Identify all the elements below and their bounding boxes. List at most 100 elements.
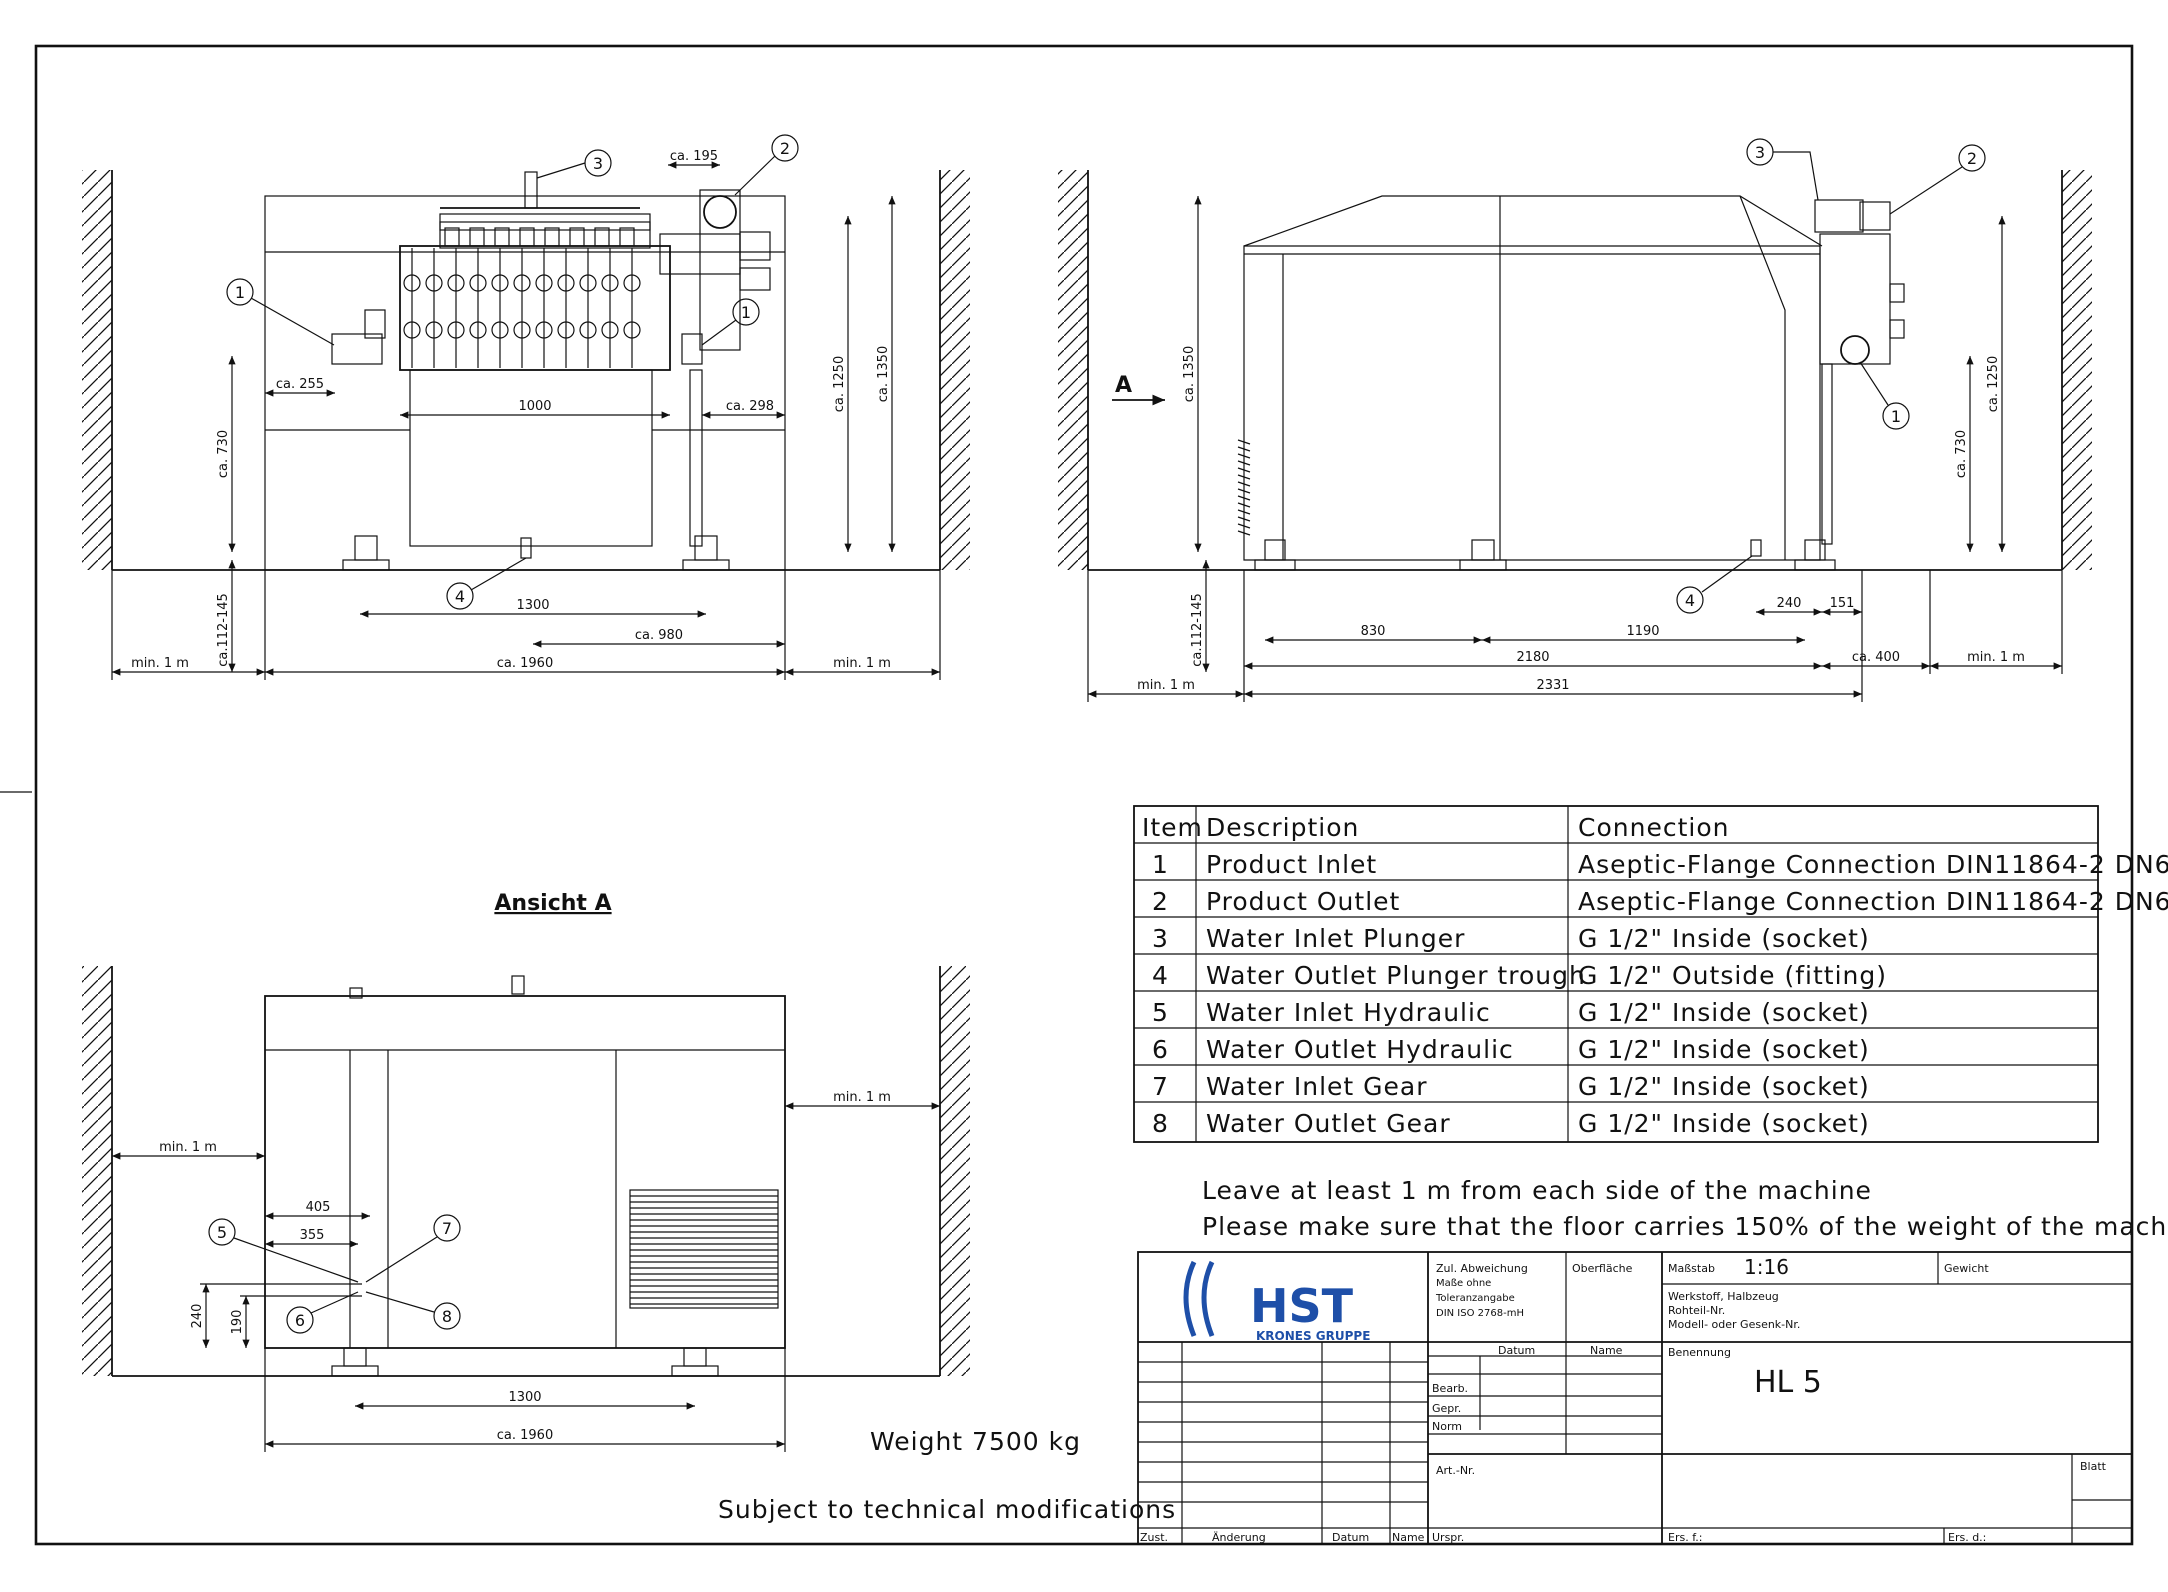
dim-ca1960: ca. 1960 <box>497 656 553 671</box>
ansicht-dim-190: 190 <box>230 1310 245 1335</box>
callout-4: 4 <box>455 587 465 606</box>
ansicht-callout-7: 7 <box>442 1219 452 1238</box>
dim-ca255: ca. 255 <box>276 377 324 392</box>
table-item: 7 <box>1152 1072 1169 1101</box>
table-item: 5 <box>1152 998 1169 1027</box>
art-nr-label: Art.-Nr. <box>1436 1464 1475 1477</box>
callout-1b: 1 <box>741 303 751 322</box>
table-connection: Aseptic-Flange Connection DIN11864-2 DN6… <box>1578 850 2168 879</box>
material-line-2: Rohteil-Nr. <box>1668 1304 1725 1317</box>
side-dim-min1m-left: min. 1 m <box>1137 678 1195 693</box>
side-callout-3: 3 <box>1755 143 1765 162</box>
side-dim-min1m-right: min. 1 m <box>1967 650 2025 665</box>
ansicht-title: Ansicht A <box>494 891 611 916</box>
table-description: Water Inlet Hydraulic <box>1206 998 1491 1027</box>
side-dim-2180: 2180 <box>1516 650 1549 665</box>
table-item: 8 <box>1152 1109 1169 1138</box>
table-description: Water Outlet Plunger trough <box>1206 961 1586 990</box>
callout-3: 3 <box>593 154 603 173</box>
row-norm: Norm <box>1432 1420 1462 1433</box>
ansicht-callout-8: 8 <box>442 1307 452 1326</box>
side-callout-2: 2 <box>1967 149 1977 168</box>
dim-ca1350: ca. 1350 <box>876 346 891 402</box>
tolerance-line-1: Zul. Abweichung <box>1436 1262 1528 1275</box>
table-item: 4 <box>1152 961 1169 990</box>
ansicht-dim-405: 405 <box>306 1200 331 1215</box>
logo-subtitle: KRONES GRUPPE <box>1256 1329 1370 1343</box>
ansicht-a-view: Ansicht A 5 7 6 <box>82 891 970 1452</box>
row-gepr: Gepr. <box>1432 1402 1461 1415</box>
side-callout-1: 1 <box>1891 407 1901 426</box>
side-dim-1190: 1190 <box>1626 624 1659 639</box>
surface-label: Oberfläche <box>1572 1262 1633 1275</box>
ansicht-dim-355: 355 <box>300 1228 325 1243</box>
side-view: A 3 2 1 4 ca. 1350 ca. 1250 ca. 730 c <box>1058 138 2092 702</box>
table-item: 2 <box>1152 887 1169 916</box>
ansicht-dim-1300: 1300 <box>508 1390 541 1405</box>
note-clearance: Leave at least 1 m from each side of the… <box>1202 1176 1872 1205</box>
dim-ca195: ca. 195 <box>670 149 718 164</box>
side-dim-151: 151 <box>1830 596 1855 611</box>
footer-zust: Zust. <box>1140 1531 1168 1544</box>
scale-label: Maßstab <box>1668 1262 1715 1275</box>
side-dim-ca1250: ca. 1250 <box>1986 356 2001 412</box>
material-line-1: Werkstoff, Halbzeug <box>1668 1290 1779 1303</box>
dim-ca980: ca. 980 <box>635 628 683 643</box>
footer-datum: Datum <box>1332 1531 1369 1544</box>
date-label: Datum <box>1498 1344 1535 1357</box>
footer-urspr: Urspr. <box>1432 1531 1464 1544</box>
table-header-connection: Connection <box>1578 813 1729 842</box>
material-line-3: Modell- oder Gesenk-Nr. <box>1668 1318 1800 1331</box>
table-header-description: Description <box>1206 813 1359 842</box>
logo-hst: HST <box>1250 1279 1354 1333</box>
designation-value: HL 5 <box>1754 1365 1822 1400</box>
table-item: 6 <box>1152 1035 1169 1064</box>
note-weight: Weight 7500 kg <box>870 1427 1081 1456</box>
name-label: Name <box>1590 1344 1623 1357</box>
dim-min1m-right: min. 1 m <box>833 656 891 671</box>
table-connection: G 1/2" Inside (socket) <box>1578 1035 1870 1064</box>
dim-1300: 1300 <box>516 598 549 613</box>
note-floor-load: Please make sure that the floor carries … <box>1202 1212 2168 1241</box>
table-connection: Aseptic-Flange Connection DIN11864-2 DN6… <box>1578 887 2168 916</box>
ansicht-dim-ca1960: ca. 1960 <box>497 1428 553 1443</box>
dim-ca298: ca. 298 <box>726 399 774 414</box>
dim-ca730: ca. 730 <box>216 430 231 478</box>
tolerance-line-2: Maße ohne <box>1436 1278 1491 1289</box>
side-dim-2331: 2331 <box>1536 678 1569 693</box>
ansicht-dim-240: 240 <box>190 1304 205 1329</box>
table-description: Product Outlet <box>1206 887 1400 916</box>
table-description: Water Inlet Gear <box>1206 1072 1428 1101</box>
ansicht-dim-min1m-right: min. 1 m <box>833 1090 891 1105</box>
ansicht-callout-6: 6 <box>295 1311 305 1330</box>
title-block: HST KRONES GRUPPE Zul. Abweichung Maße o… <box>1137 1251 2133 1545</box>
side-dim-ca1350: ca. 1350 <box>1182 346 1197 402</box>
connection-table: Item Description Connection 1 Product In… <box>1133 805 2168 1143</box>
footer-name: Name <box>1392 1531 1425 1544</box>
tolerance-line-3: Toleranzangabe <box>1435 1293 1515 1304</box>
table-connection: G 1/2" Inside (socket) <box>1578 998 1870 1027</box>
side-dim-ca730: ca. 730 <box>1954 430 1969 478</box>
callout-1: 1 <box>235 283 245 302</box>
footer-aenderung: Änderung <box>1212 1531 1266 1544</box>
table-description: Water Outlet Gear <box>1206 1109 1451 1138</box>
side-dim-ca112: ca.112-145 <box>1190 593 1205 667</box>
dim-ca112: ca.112-145 <box>216 593 231 667</box>
table-connection: G 1/2" Outside (fitting) <box>1578 961 1887 990</box>
tolerance-line-4: DIN ISO 2768-mH <box>1436 1308 1524 1319</box>
sheet-border <box>34 44 2134 1546</box>
footer-ers-f: Ers. f.: <box>1668 1531 1702 1544</box>
table-connection: G 1/2" Inside (socket) <box>1578 1072 1870 1101</box>
table-description: Water Inlet Plunger <box>1206 924 1465 953</box>
table-description: Water Outlet Hydraulic <box>1206 1035 1514 1064</box>
side-dim-830: 830 <box>1361 624 1386 639</box>
weight-label: Gewicht <box>1944 1262 1989 1275</box>
side-dim-ca400: ca. 400 <box>1852 650 1900 665</box>
side-callout-4: 4 <box>1685 591 1695 610</box>
front-view: 1 2 3 1 4 ca. 195 ca. 255 1000 <box>82 134 970 680</box>
designation-label: Benennung <box>1668 1346 1731 1359</box>
callout-2: 2 <box>780 139 790 158</box>
table-item: 1 <box>1152 850 1169 879</box>
table-description: Product Inlet <box>1206 850 1377 879</box>
